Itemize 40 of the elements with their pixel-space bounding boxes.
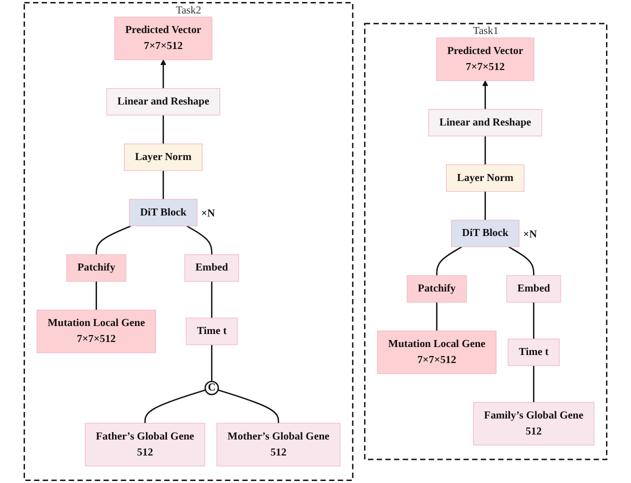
node-box: Layer Norm bbox=[446, 164, 524, 192]
node-box: Family’s Global Gene 512 bbox=[473, 402, 594, 446]
connector bbox=[96, 281, 97, 310]
repeat-count: ×N bbox=[201, 208, 215, 220]
connector bbox=[533, 302, 534, 339]
node-box: Patchify bbox=[406, 275, 467, 303]
node-box: Time t bbox=[508, 338, 560, 366]
connector bbox=[162, 170, 164, 200]
connector bbox=[211, 344, 212, 382]
node-box: Predicted Vector 7×7×512 bbox=[114, 16, 212, 60]
node-box: Mother’s Global Gene 512 bbox=[216, 422, 340, 466]
node-box: Father’s Global Gene 512 bbox=[84, 422, 206, 466]
arrow bbox=[482, 80, 488, 110]
repeat-count: ×N bbox=[523, 228, 537, 240]
connector bbox=[484, 191, 486, 220]
connector bbox=[162, 115, 164, 144]
connector bbox=[508, 246, 534, 276]
node-box: Embed bbox=[506, 275, 562, 303]
node-box: Mutation Local Gene 7×7×512 bbox=[36, 310, 156, 354]
node-circle: C bbox=[204, 380, 219, 396]
node-box: Layer Norm bbox=[124, 144, 203, 171]
node-box: Predicted Vector 7×7×512 bbox=[436, 38, 534, 81]
connector bbox=[436, 246, 462, 276]
connector bbox=[186, 225, 212, 255]
node-box: Time t bbox=[186, 318, 238, 346]
arrow bbox=[160, 59, 166, 88]
connector bbox=[211, 281, 212, 318]
connector bbox=[144, 389, 206, 424]
node-box: DiT Block bbox=[451, 220, 520, 248]
node-box: Linear and Reshape bbox=[106, 88, 220, 116]
connector bbox=[96, 225, 132, 255]
connector bbox=[484, 136, 486, 165]
connector bbox=[436, 302, 438, 331]
node-box: Mutation Local Gene 7×7×512 bbox=[377, 330, 496, 374]
node-box: Embed bbox=[184, 254, 240, 282]
node-box: Patchify bbox=[66, 254, 126, 282]
node-box: Linear and Reshape bbox=[428, 109, 542, 136]
connector bbox=[218, 389, 280, 424]
connector bbox=[533, 366, 534, 402]
node-box: DiT Block bbox=[129, 198, 198, 226]
